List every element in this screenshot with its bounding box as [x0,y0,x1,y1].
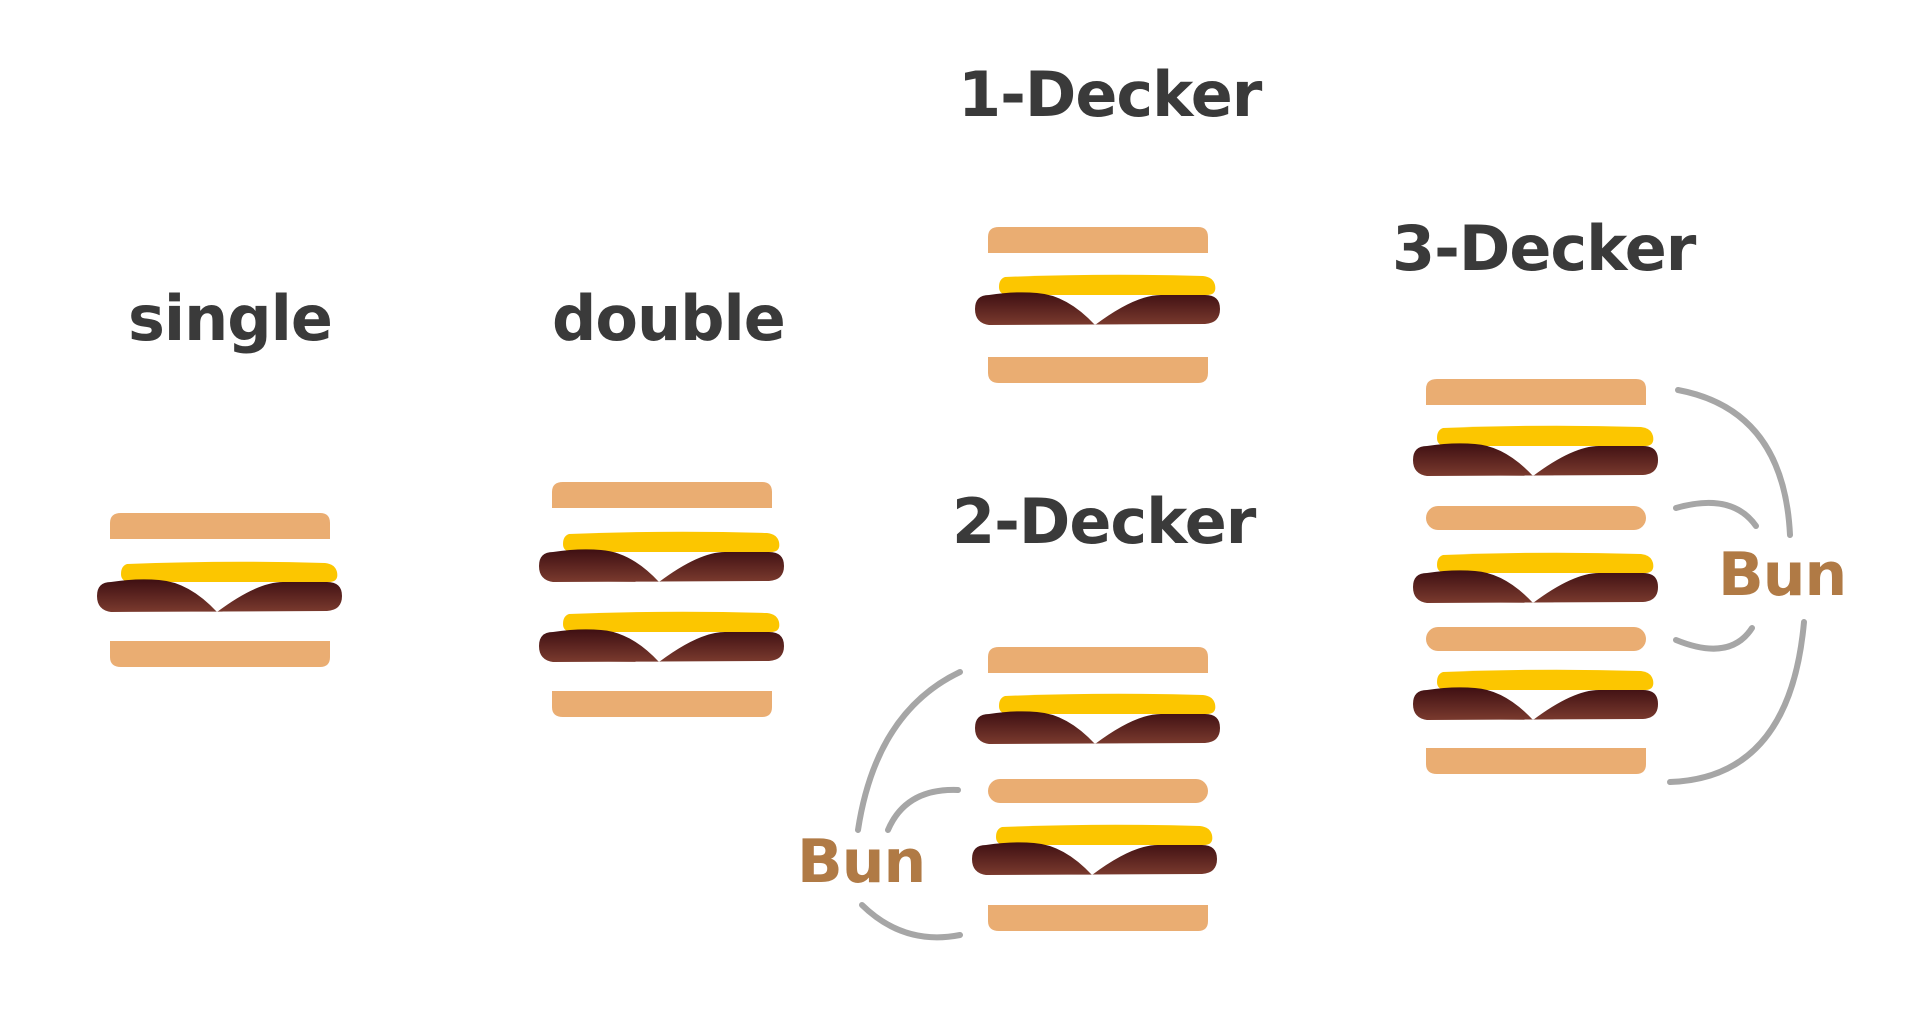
label-bun-left: Bun [797,827,926,897]
label-3-decker: 3-Decker [1392,212,1696,285]
burger-1-decker [975,227,1220,383]
burger-double [539,482,784,717]
burger-3-decker [1413,379,1658,774]
label-double: double [552,282,786,355]
label-single: single [128,282,333,355]
burger-2-decker [972,647,1220,931]
label-bun-right: Bun [1718,540,1847,610]
label-1-decker: 1-Decker [958,58,1262,131]
burger-single [97,513,342,667]
bun-arrows-right [1667,387,1807,785]
bun-arrows-left [855,669,963,941]
label-2-decker: 2-Decker [952,485,1256,558]
